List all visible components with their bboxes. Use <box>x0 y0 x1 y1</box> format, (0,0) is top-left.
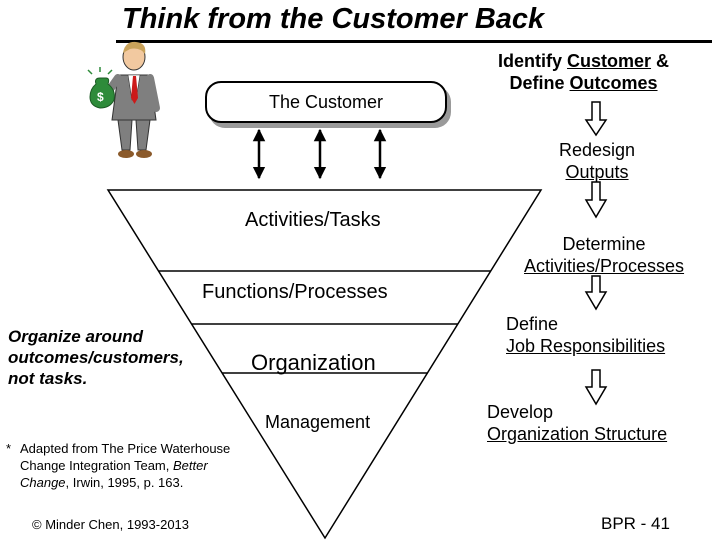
copyright: © Minder Chen, 1993-2013 <box>32 517 190 532</box>
step-4-text: Define <box>506 314 559 334</box>
organize-note: Organize around outcomes/customers, not … <box>8 327 184 388</box>
step-5-structure: Organization Structure <box>487 424 668 444</box>
title-divider <box>116 40 712 43</box>
footnote-line-3a: Change <box>20 475 66 490</box>
customer-arrows <box>252 128 387 180</box>
step-3-activities: Activities/Processes <box>524 256 685 276</box>
slide-title: Think from the Customer Back <box>122 3 545 35</box>
pyramid-level-management: Management <box>265 412 371 432</box>
customer-box: The Customer <box>205 81 447 123</box>
step-5-text: Develop <box>487 402 554 422</box>
svg-text:$: $ <box>97 90 104 104</box>
pyramid-level-functions: Functions/Processes <box>202 281 388 303</box>
step-develop-structure: Develop Organization Structure <box>487 401 667 445</box>
footnote-line-2b: Better <box>172 458 208 473</box>
step-2-outputs: Outputs <box>565 162 629 182</box>
step-1-amp: & <box>651 51 670 71</box>
step-1-text: Identify <box>498 51 568 71</box>
step-1-customer: Customer <box>567 51 652 71</box>
down-arrow-1 <box>584 101 608 137</box>
step-arrows <box>584 101 608 406</box>
footnote-line-1: Adapted from The Price Waterhouse <box>20 441 231 456</box>
step-1-outcomes: Outcomes <box>569 73 658 93</box>
pyramid-level-organization: Organization <box>251 350 376 375</box>
pyramid-level-activities: Activities/Tasks <box>245 209 381 231</box>
slide-number: BPR - 41 <box>601 514 670 533</box>
step-4-job: Job Responsibilities <box>506 336 666 356</box>
step-3-text: Determine <box>562 234 646 254</box>
step-redesign-outputs: Redesign Outputs <box>559 139 635 183</box>
step-1-define: Define <box>509 73 570 93</box>
step-identify-customer: Identify Customer & Define Outcomes <box>498 50 669 94</box>
step-define-job: Define Job Responsibilities <box>506 313 665 357</box>
down-arrow-3 <box>584 275 608 311</box>
businessman-icon: $ <box>87 41 160 158</box>
inverted-pyramid <box>106 189 543 540</box>
footnote-line-2a: Change Integration Team, <box>20 458 173 473</box>
footnote: * Adapted from The Price Waterhouse Chan… <box>6 440 230 491</box>
down-arrow-4 <box>584 369 608 406</box>
footnote-line-3b: , Irwin, 1995, p. 163. <box>65 475 184 490</box>
step-2-text: Redesign <box>559 140 636 160</box>
footnote-star: * <box>6 441 12 456</box>
down-arrow-2 <box>584 181 608 219</box>
step-determine-activities: Determine Activities/Processes <box>524 233 684 277</box>
